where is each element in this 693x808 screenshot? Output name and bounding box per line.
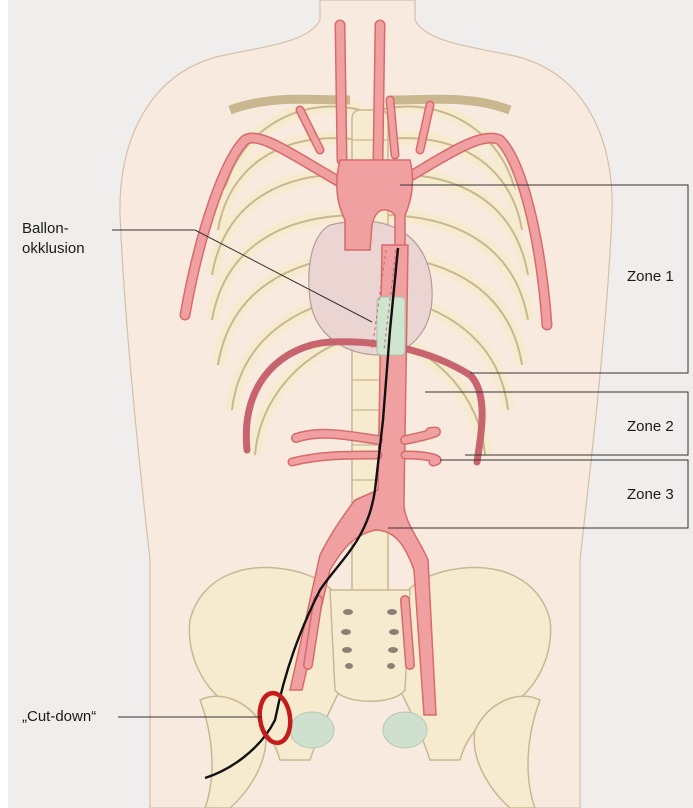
right-obturator-foramen bbox=[383, 712, 427, 748]
label-zone-3: Zone 3 bbox=[627, 486, 674, 504]
label-balloon-occlusion-line1: Ballon- bbox=[22, 220, 69, 238]
label-zone-1: Zone 1 bbox=[627, 268, 674, 286]
label-cut-down: „Cut-down“ bbox=[22, 708, 96, 726]
label-zone-2: Zone 2 bbox=[627, 418, 674, 436]
left-obturator-foramen bbox=[290, 712, 334, 748]
label-balloon-occlusion-line2: okklusion bbox=[22, 240, 85, 258]
